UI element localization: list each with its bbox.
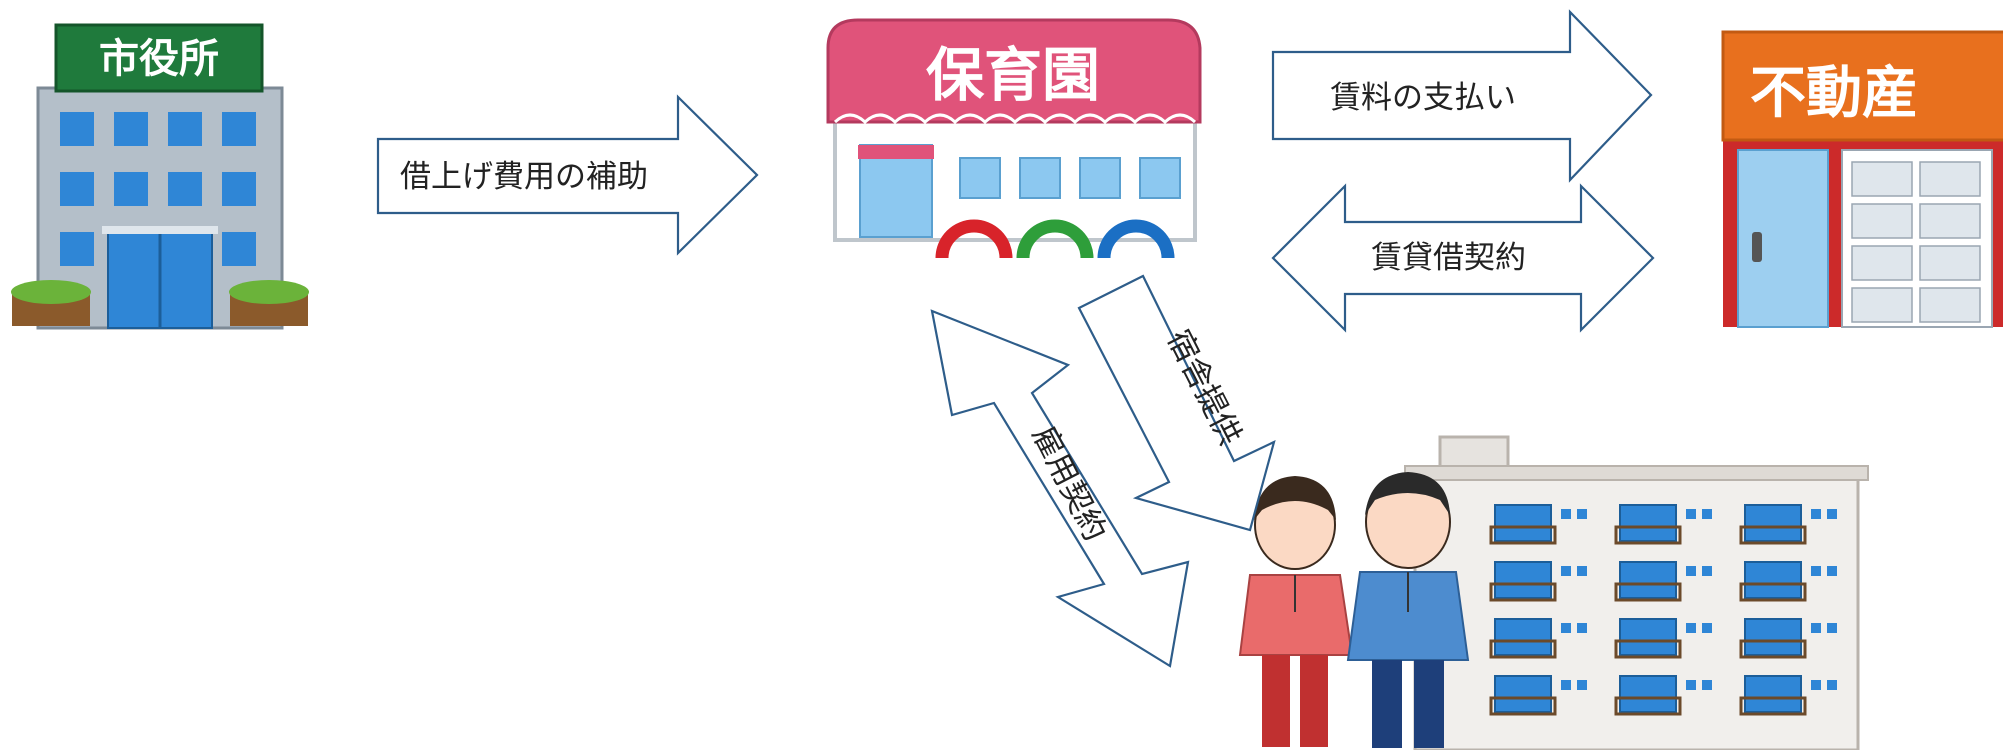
apartment-balcony-rail [1739,582,1807,602]
apartment-balcony-rail [1739,696,1807,716]
apartment-small-window [1702,623,1712,633]
apartment-small-window [1561,623,1571,633]
dorm-provision-arrow: 宿舎提供 [1077,274,1276,532]
apartment-small-window [1686,623,1696,633]
apartment-small-window [1702,509,1712,519]
apartment-balcony-rail [1489,696,1557,716]
lease-contract-double-arrow: 賃貸借契約 [1271,183,1655,333]
apartment-window [1744,504,1802,542]
subsidy-label: 借上げ費用の補助 [400,159,648,195]
apartment-balcony-rail [1614,582,1682,602]
apartment-window [1494,675,1552,713]
apartment-window [1494,504,1552,542]
apartment-window [1619,618,1677,656]
apartment-small-window [1827,623,1837,633]
staff-man-figure [1346,472,1470,748]
apartment-small-window [1702,680,1712,690]
apartment-small-window [1686,680,1696,690]
apartment-small-window [1811,623,1821,633]
city-hall-sign-text: 市役所 [99,36,219,82]
apartment-small-window [1686,509,1696,519]
apartment-small-window [1561,566,1571,576]
apartment-small-window [1577,680,1587,690]
apartment-small-window [1827,680,1837,690]
nursery-sign-text: 保育園 [926,41,1100,109]
apartment-balcony-rail [1614,696,1682,716]
apartment-small-window [1686,566,1696,576]
apartment-small-window [1702,566,1712,576]
apartment-small-window [1561,509,1571,519]
apartment-balcony-rail [1614,525,1682,545]
apartment-small-window [1827,509,1837,519]
apartment-window [1744,675,1802,713]
apartment-small-window [1561,680,1571,690]
lease-contract-label: 賃貸借契約 [1371,240,1526,276]
apartment-small-window [1577,566,1587,576]
apartment-window [1494,561,1552,599]
apartment-small-window [1827,566,1837,576]
rent-payment-arrow: 賃料の支払い [1271,9,1653,183]
apartment-window [1494,618,1552,656]
apartment-balcony-rail [1614,639,1682,659]
nursery-building: 保育園 [826,18,1202,259]
apartment-small-window [1811,566,1821,576]
apartment-window [1619,561,1677,599]
apartment-balcony-rail [1739,525,1807,545]
apartment-building [1404,435,1869,750]
apartment-small-window [1577,623,1587,633]
rent-payment-label: 賃料の支払い [1330,80,1516,116]
apartment-balcony-rail [1489,525,1557,545]
apartment-balcony-rail [1489,639,1557,659]
apartment-balcony-rail [1489,582,1557,602]
city-hall-building: 市役所 [11,23,309,330]
apartment-window [1619,675,1677,713]
staff-woman-figure [1238,476,1354,747]
apartment-small-window [1811,509,1821,519]
apartment-window [1744,561,1802,599]
realestate-sign-text: 不動産 [1750,61,1918,126]
apartment-small-window [1811,680,1821,690]
apartment-window [1744,618,1802,656]
apartment-window [1619,504,1677,542]
realestate-building: 不動産 [1721,30,2003,328]
apartment-small-window [1577,509,1587,519]
subsidy-arrow: 借上げ費用の補助 [376,94,759,256]
apartment-balcony-rail [1739,639,1807,659]
